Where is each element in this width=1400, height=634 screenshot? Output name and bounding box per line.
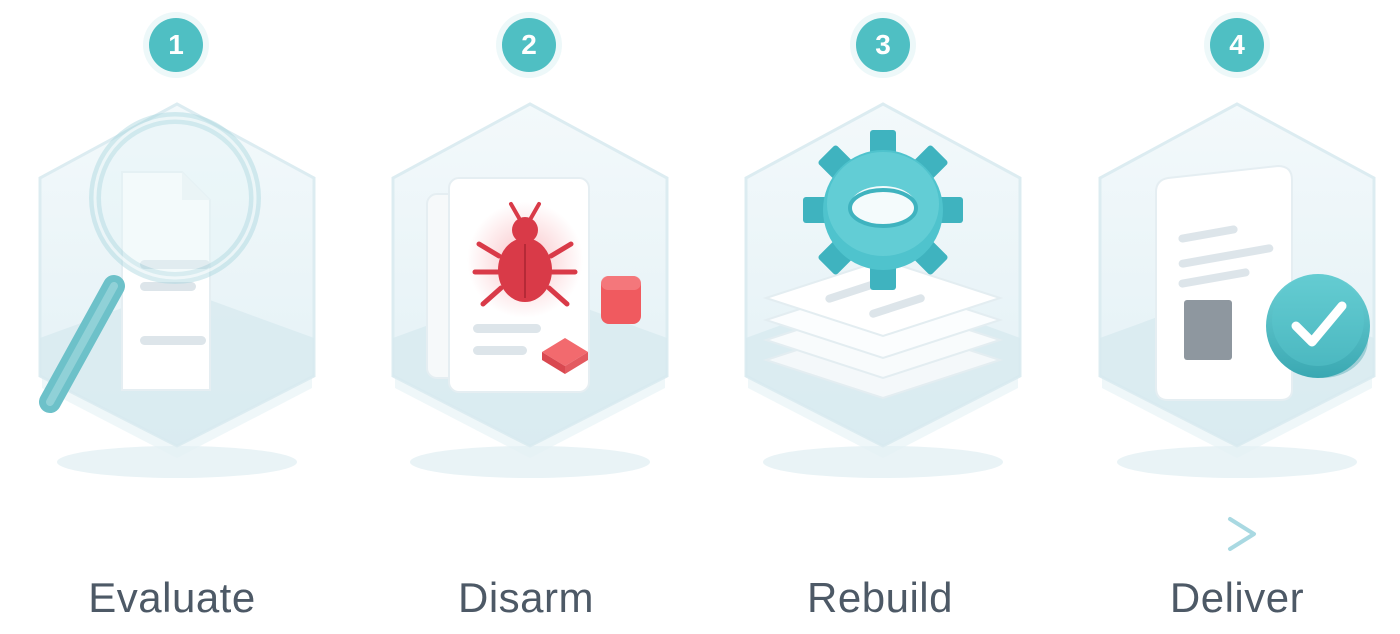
bug-document-icon	[391, 102, 669, 478]
gear-layers-icon	[744, 102, 1022, 478]
step-3-label: Rebuild	[807, 574, 953, 621]
check-document-icon	[1098, 102, 1376, 478]
step-4-label: Deliver	[1169, 574, 1305, 621]
step-1-label: Evaluate	[88, 574, 256, 621]
step-2-label: Disarm	[458, 574, 594, 621]
step-4-badge: 4	[1210, 18, 1264, 72]
step-2-badge: 2	[502, 18, 556, 72]
flow-arrow	[150, 517, 1256, 551]
step-1-badge: 1	[149, 18, 203, 72]
magnifier-document-icon	[38, 102, 316, 478]
step-3-badge: 3	[856, 18, 910, 72]
